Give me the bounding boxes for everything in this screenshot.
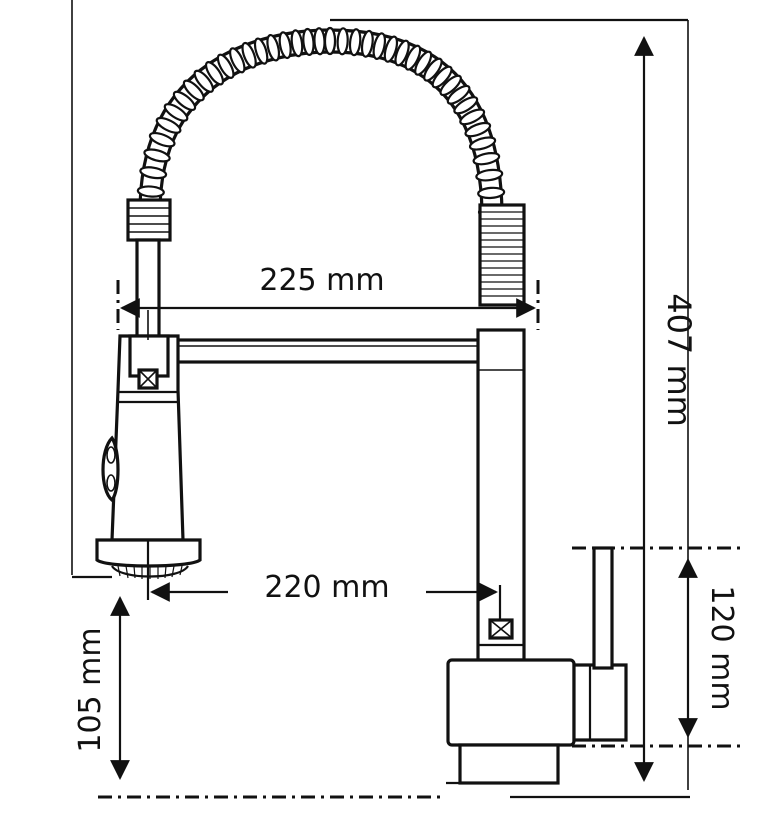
dimension-120 (572, 546, 740, 748)
dimension-225 (116, 280, 540, 340)
coil-loop (475, 168, 504, 182)
coil-loop (266, 33, 281, 62)
lever-housing (572, 663, 628, 742)
spring-collar-left (126, 198, 172, 242)
coil-loop (360, 29, 374, 58)
dimension-220 (72, 540, 502, 620)
label-105-mm: 105 mm (73, 627, 108, 752)
coil-loop (136, 185, 165, 198)
coil-loop (472, 152, 501, 166)
coil-loop (423, 57, 443, 82)
coil-loop (446, 84, 471, 105)
coil-loop (163, 103, 189, 122)
coil-loop (290, 29, 304, 58)
coil-loop (336, 27, 349, 56)
coil-loop (313, 27, 326, 56)
faucet-body (446, 658, 576, 747)
coil-loop (323, 26, 337, 56)
coil-loop (439, 74, 462, 97)
coil-loop (414, 50, 433, 76)
spring-collar-right (478, 203, 526, 307)
coil-loop (216, 53, 235, 79)
lever-handle (592, 546, 614, 670)
coil-loop (459, 108, 486, 126)
coil-loop (204, 61, 225, 86)
base-flange (458, 743, 560, 785)
coil-loop (468, 136, 497, 151)
coil-loop (431, 65, 453, 89)
spring-coil (135, 26, 507, 219)
coil-loop (464, 121, 492, 138)
coil-loop (278, 31, 292, 60)
coil-loop (241, 41, 257, 69)
label-407-mm: 407 mm (660, 293, 698, 427)
coil-loop (143, 148, 171, 163)
coil-loop (253, 37, 269, 65)
coil-loop (193, 69, 215, 93)
label-120-mm: 120 mm (704, 585, 739, 710)
coil-loop (348, 28, 362, 57)
coil-loop (453, 96, 479, 115)
coil-loop (182, 79, 205, 102)
coil-loop (302, 27, 315, 57)
coil-loop (229, 47, 246, 74)
spout-arm (168, 338, 482, 364)
coil-loop (372, 32, 387, 60)
sprayer-head (95, 334, 202, 579)
coil-loop (394, 39, 410, 67)
label-220-mm: 220 mm (264, 570, 389, 605)
coil-loop (383, 35, 399, 63)
coil-loop (148, 131, 176, 148)
coil-loop (404, 44, 422, 71)
coil-loop (139, 166, 168, 180)
coil-loop (477, 186, 506, 200)
coil-loop (155, 116, 182, 134)
coil-loop (172, 90, 197, 111)
label-225-mm: 225 mm (259, 263, 384, 298)
